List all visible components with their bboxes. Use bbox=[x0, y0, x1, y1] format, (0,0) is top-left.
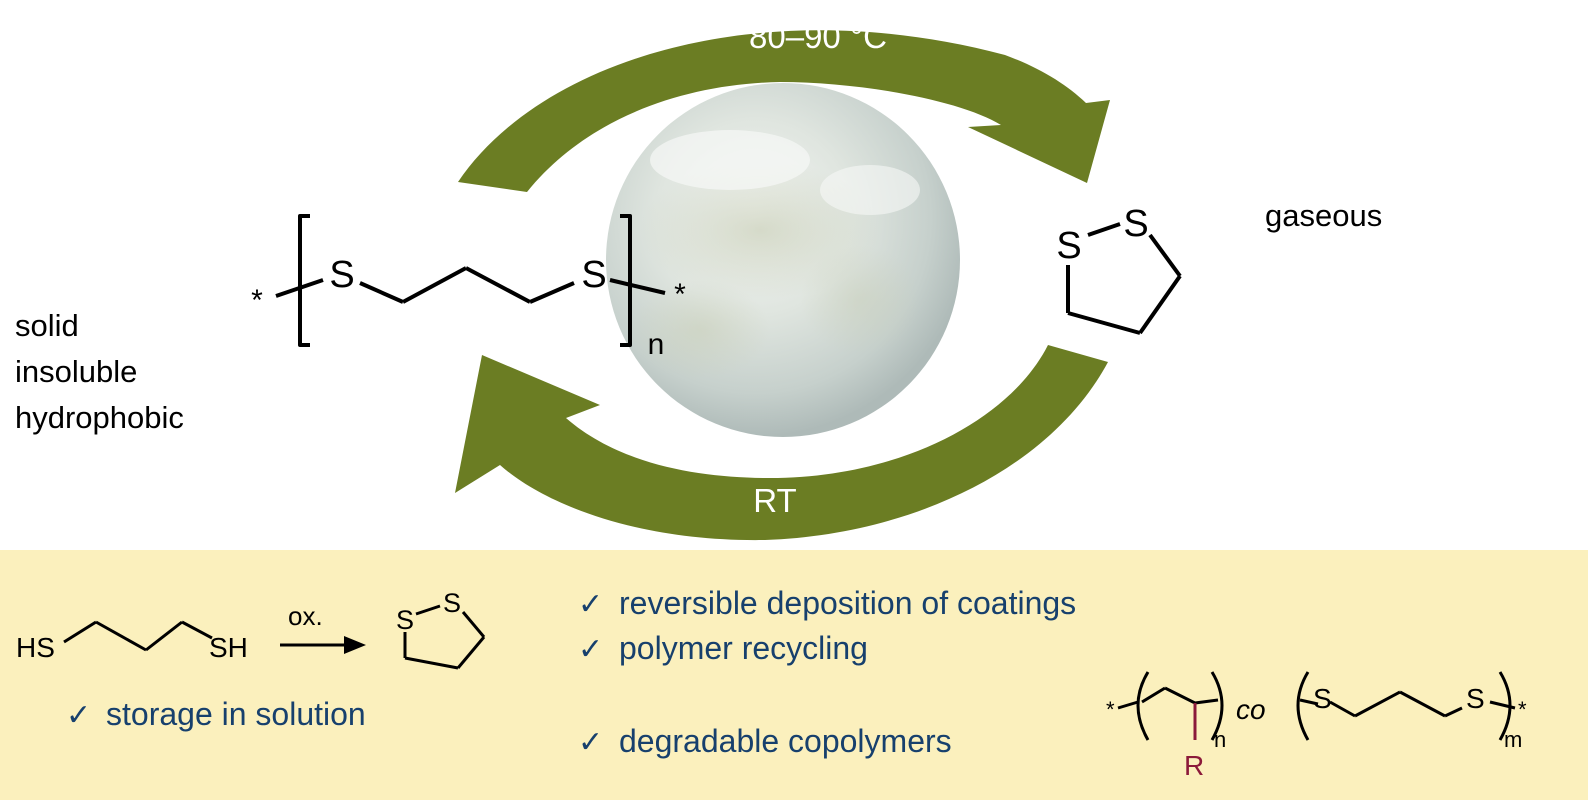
benefit-coatings-label: reversible deposition of coatings bbox=[619, 585, 1076, 621]
polymer-end-star-left: * bbox=[251, 284, 263, 317]
oxidant-label: ox. bbox=[288, 601, 323, 631]
copolymer-star-left: * bbox=[1106, 697, 1115, 722]
oxidation-arrow-head bbox=[344, 636, 366, 654]
benefit-coatings: ✓ reversible deposition of coatings bbox=[578, 585, 1076, 621]
property-solid: solid bbox=[15, 308, 79, 343]
product-sulfur-atom-1: S bbox=[396, 605, 414, 635]
property-hydrophobic: hydrophobic bbox=[15, 400, 184, 435]
dithiolane-sulfur-atom-2: S bbox=[1123, 203, 1148, 245]
dithiolane-structure bbox=[1066, 222, 1182, 335]
benefit-storage: ✓ storage in solution bbox=[66, 696, 366, 732]
cooling-arrow-body bbox=[455, 345, 1108, 541]
benefit-recycling-label: polymer recycling bbox=[619, 630, 868, 666]
copolymer-sulfur-atom-2: S bbox=[1466, 683, 1485, 714]
check-icon: ✓ bbox=[578, 588, 603, 621]
polymer-properties: solid insoluble hydrophobic bbox=[15, 308, 184, 435]
copolymer-co-label: co bbox=[1236, 694, 1266, 725]
benefit-copolymers-label: degradable copolymers bbox=[619, 723, 952, 759]
property-insoluble: insoluble bbox=[15, 354, 137, 389]
oxidation-reaction: HS SH ox. S S bbox=[16, 588, 486, 670]
poly-disulfide-structure bbox=[275, 214, 666, 347]
dithiolane-sulfur-atom-1: S bbox=[1056, 225, 1081, 267]
copolymer-star-right: * bbox=[1518, 697, 1527, 722]
check-icon: ✓ bbox=[578, 633, 603, 666]
check-icon: ✓ bbox=[66, 699, 91, 732]
copolymer-sulfur-atom-1: S bbox=[1313, 683, 1332, 714]
polymer-end-star-right: * bbox=[674, 278, 686, 311]
benefit-storage-label: storage in solution bbox=[106, 696, 366, 732]
benefit-recycling: ✓ polymer recycling bbox=[578, 630, 868, 666]
heating-arrow-body bbox=[458, 30, 1110, 192]
check-icon: ✓ bbox=[578, 726, 603, 759]
copolymer-sub-n: n bbox=[1214, 727, 1226, 752]
heating-temperature-label: 80–90 °C bbox=[749, 18, 887, 55]
product-sulfur-atom-2: S bbox=[443, 588, 461, 618]
polymer-sulfur-atom-1: S bbox=[329, 254, 354, 296]
dithiolane-property-gaseous: gaseous bbox=[1265, 198, 1382, 233]
benefit-copolymers: ✓ degradable copolymers bbox=[578, 723, 952, 759]
cooling-arrow: RT bbox=[455, 345, 1108, 541]
thiol-left-label: HS bbox=[16, 632, 55, 663]
earth-globe bbox=[606, 83, 960, 437]
thiol-right-label: SH bbox=[209, 632, 248, 663]
copolymer-sub-m: m bbox=[1504, 727, 1522, 752]
copolymer-r-group: R bbox=[1184, 750, 1204, 781]
applications-panel bbox=[0, 550, 1588, 800]
polymer-sulfur-atom-2: S bbox=[581, 254, 606, 296]
heating-arrow: 80–90 °C bbox=[458, 18, 1110, 192]
polymer-repeat-subscript: n bbox=[648, 328, 665, 361]
room-temperature-label: RT bbox=[753, 482, 796, 519]
copolymer-structure: * R n co S S m * bbox=[1106, 671, 1527, 781]
